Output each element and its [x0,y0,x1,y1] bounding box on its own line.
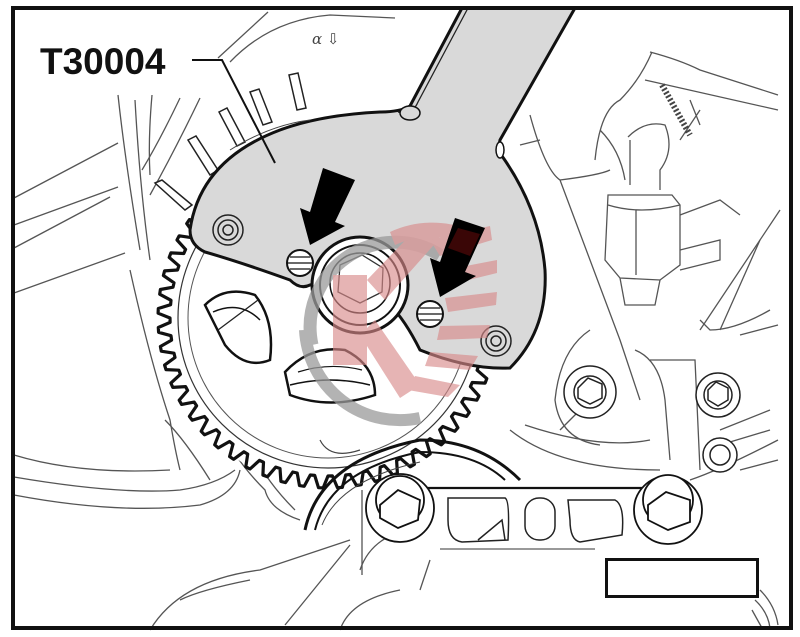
mounting-bolt-mid-left [563,365,617,419]
arrow-icon-left [300,168,355,245]
part-number-label: T30004 [40,41,166,82]
counterhold-tool-t30004 [188,6,578,370]
engine-background-lines [13,11,781,631]
figure-frame [11,6,793,630]
mounting-bolt-mid-right [695,372,741,473]
mounting-bolt-bottom-right [633,474,703,545]
caption-box [605,558,759,598]
tool-rivet-right [480,325,512,357]
angle-marking: α ⇩ [312,30,340,48]
tool-rivet-left [212,214,244,246]
tool-pin-right [416,300,444,328]
mounting-bolt-bottom-left [365,473,435,543]
bottom-bracket [380,486,652,550]
arrow-icon-right [430,218,485,297]
tool-pin-left [286,249,314,277]
